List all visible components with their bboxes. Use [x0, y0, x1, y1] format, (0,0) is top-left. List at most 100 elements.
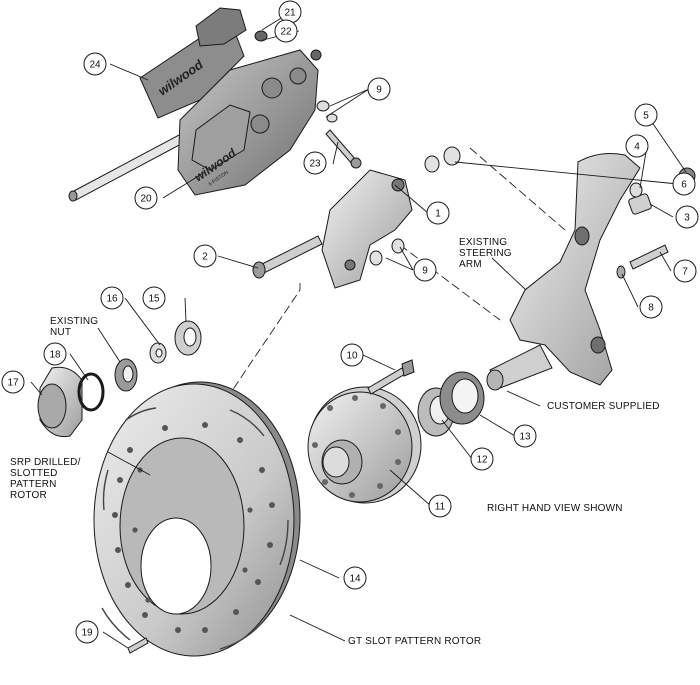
brake-pad — [139, 7, 247, 119]
callout-circle — [142, 286, 166, 310]
callout-2: 2 — [193, 244, 217, 268]
spindle-knuckle — [486, 153, 641, 391]
callout-circle — [43, 342, 67, 366]
customer-supplied-label: CUSTOMER SUPPLIED — [547, 401, 660, 412]
callout-15: 15 — [142, 286, 166, 310]
callout-circle — [274, 19, 298, 43]
callout-23: 23 — [303, 151, 327, 175]
existing-steering-arm-label: EXISTING STEERING ARM — [459, 237, 512, 270]
caliper — [177, 49, 319, 196]
callout-circle — [675, 205, 699, 229]
callout-5: 5 — [634, 103, 658, 127]
callout-number: 15 — [148, 294, 160, 305]
callout-14: 14 — [343, 566, 367, 590]
callout-number: 1 — [435, 209, 441, 220]
top-nuts — [254, 30, 338, 123]
right-hand-view-label: RIGHT HAND VIEW SHOWN — [487, 503, 623, 514]
callout-number: 9 — [422, 266, 428, 277]
spindle-nut — [114, 358, 138, 392]
callout-8: 8 — [639, 295, 663, 319]
callout-circle — [83, 52, 107, 76]
callout-circle — [634, 103, 658, 127]
callout-circle — [625, 134, 649, 158]
callout-number: 12 — [476, 455, 488, 466]
callout-17: 17 — [1, 370, 25, 394]
callout-circle — [428, 494, 452, 518]
callout-1: 1 — [426, 201, 450, 225]
outer-bearing — [174, 320, 202, 356]
callout-number: 22 — [280, 27, 292, 38]
callout-circle — [513, 424, 537, 448]
callout-7: 7 — [673, 259, 697, 283]
gt-slot-rotor-label: GT SLOT PATTERN ROTOR — [348, 636, 482, 647]
callout-number: 9 — [376, 85, 382, 96]
callout-21: 21 — [278, 0, 302, 24]
callout-18: 18 — [43, 342, 67, 366]
rotor-slots — [101, 407, 289, 650]
callout-number: 8 — [648, 303, 654, 314]
callout-circle — [340, 343, 364, 367]
callout-number: 20 — [140, 194, 152, 205]
callout-number: 2 — [202, 252, 208, 263]
callout-circle — [413, 258, 437, 282]
seal — [439, 371, 485, 425]
existing-nut-label: EXISTING NUT — [50, 316, 99, 338]
callout-number: 24 — [89, 60, 101, 71]
callout-circle — [470, 447, 494, 471]
callout-10: 10 — [340, 343, 364, 367]
callout-4: 4 — [625, 134, 649, 158]
callout-circle — [1, 370, 25, 394]
callout-circle — [343, 566, 367, 590]
callout-13: 13 — [513, 424, 537, 448]
callout-number: 16 — [106, 294, 118, 305]
leader-lines — [30, 11, 687, 649]
callout-circle — [100, 286, 124, 310]
callout-circle — [75, 620, 99, 644]
callout-24: 24 — [83, 52, 107, 76]
callout-number: 5 — [643, 111, 649, 122]
callout-circle — [367, 77, 391, 101]
callout-circle — [193, 244, 217, 268]
callout-number: 11 — [435, 502, 446, 513]
callout-number: 19 — [81, 628, 93, 639]
o-ring — [77, 372, 105, 412]
callout-9: 9 — [367, 77, 391, 101]
callout-circle — [303, 151, 327, 175]
callout-number: 7 — [682, 267, 688, 278]
callout-19: 19 — [75, 620, 99, 644]
callout-number: 23 — [309, 159, 321, 170]
callout-16: 16 — [100, 286, 124, 310]
stud-bolt — [367, 359, 415, 395]
thrust-washer — [149, 342, 167, 364]
callout-20: 20 — [134, 186, 158, 210]
dust-cap — [37, 366, 83, 438]
bracket-bolt — [252, 235, 323, 279]
callout-circle — [672, 172, 696, 196]
callout-3: 3 — [675, 205, 699, 229]
callout-circle — [673, 259, 697, 283]
callout-22: 22 — [274, 19, 298, 43]
callout-number: 13 — [519, 432, 531, 443]
callout-9: 9 — [413, 258, 437, 282]
callout-circle — [639, 295, 663, 319]
callout-11: 11 — [428, 494, 452, 518]
callout-number: 14 — [349, 574, 361, 585]
callout-number: 10 — [346, 351, 358, 362]
hub — [307, 386, 422, 504]
callout-number: 17 — [7, 378, 19, 389]
callout-circle — [426, 201, 450, 225]
callout-circle — [134, 186, 158, 210]
callout-number: 21 — [284, 8, 296, 19]
callout-number: 18 — [49, 350, 61, 361]
caliper-bracket — [321, 146, 461, 289]
callout-number: 6 — [681, 180, 687, 191]
srp-rotor-label: SRP DRILLED/ SLOTTED PATTERN ROTOR — [10, 457, 81, 501]
callout-12: 12 — [470, 447, 494, 471]
callout-6: 6 — [672, 172, 696, 196]
rotor — [93, 381, 301, 657]
callout-number: 3 — [684, 213, 690, 224]
rotor-screw — [127, 637, 149, 654]
